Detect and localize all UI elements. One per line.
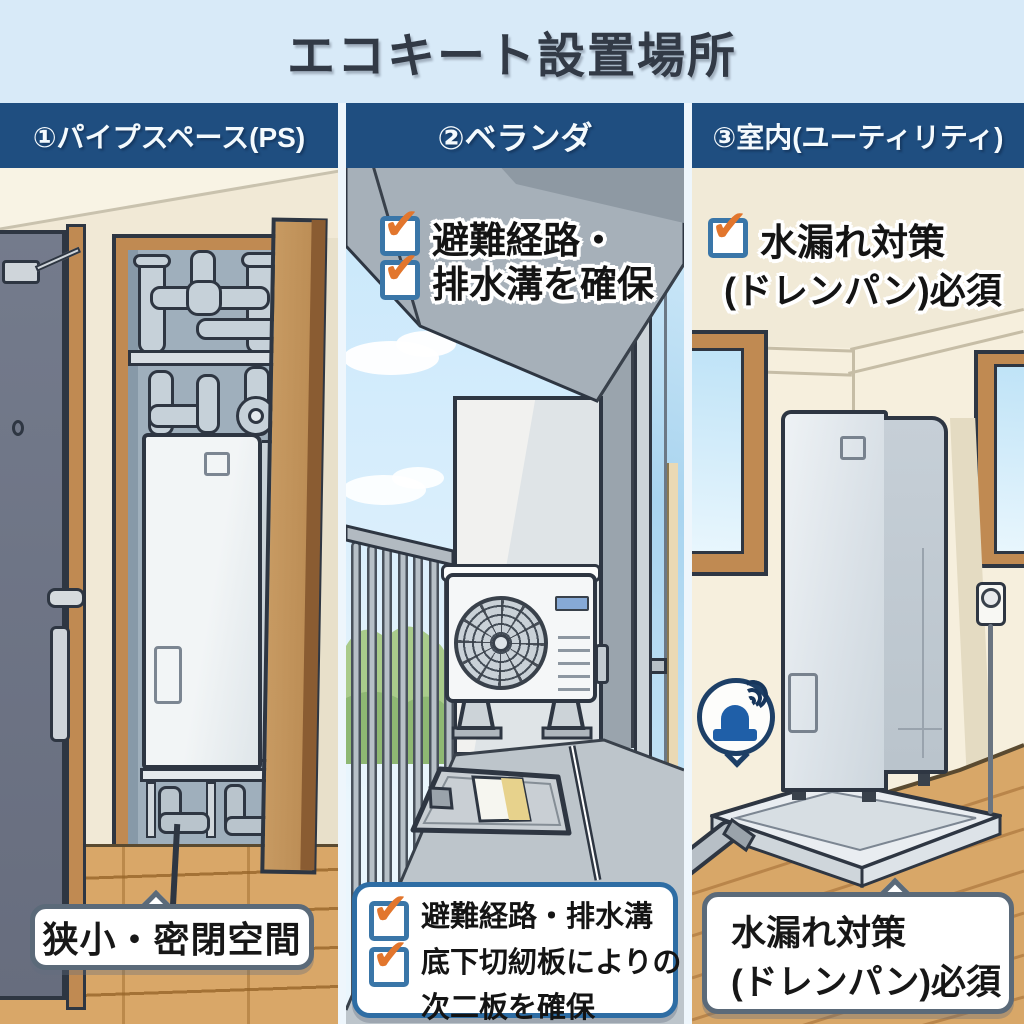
storage-tank-front xyxy=(781,410,888,792)
checklist-text: 水漏れ対策 xyxy=(760,222,945,263)
floor-hatch xyxy=(410,766,572,836)
pointer-line xyxy=(568,745,602,881)
tank-seam xyxy=(898,728,942,730)
panel3-header: ③室内(ユーティリティ) xyxy=(692,103,1024,168)
hatch-handle xyxy=(428,786,454,810)
unit-feet xyxy=(451,696,593,740)
pipe-cap xyxy=(133,254,171,268)
checkbox: ✔ xyxy=(369,934,409,987)
pipe-joint xyxy=(186,280,222,316)
tank-seam xyxy=(922,548,924,758)
panel3-callout: 水漏れ対策 (ドレンパン)必須 xyxy=(702,892,1014,1014)
clouds xyxy=(346,331,456,505)
tank-panel xyxy=(204,452,230,476)
siren-icon xyxy=(721,705,749,731)
checklist-row: (ドレンパン)必須 xyxy=(724,262,1002,314)
window-right-glass xyxy=(994,364,1024,554)
valve-center xyxy=(248,408,264,424)
checklist-row: ✔ 避難経路・ xyxy=(380,203,617,264)
side-bracket xyxy=(595,644,609,684)
pipe xyxy=(196,374,220,434)
panel1-pipe-space: 狭小・密閉空間 xyxy=(0,168,338,1024)
checklist-text: 避難経路・排水溝 xyxy=(421,901,654,933)
drain-pipe xyxy=(692,817,756,876)
checkbox: ✔ xyxy=(369,888,409,941)
door-frame xyxy=(66,224,86,1010)
checklist-text: 次二板を確保 xyxy=(421,992,596,1024)
outlet-plug xyxy=(981,588,1001,608)
window-left-glass xyxy=(692,348,744,554)
check-icon: ✔ xyxy=(711,202,748,251)
door-closer xyxy=(2,260,40,284)
door-handle-bar xyxy=(649,658,667,674)
entrance-door xyxy=(0,230,66,1000)
pipe-coupling xyxy=(722,817,756,853)
vent-line xyxy=(558,649,590,652)
door-handle xyxy=(47,588,85,608)
tank-panel xyxy=(840,436,866,460)
checklist-row: ✔ 底下切紉板によりの xyxy=(369,934,681,987)
checklist-text: (ドレンパン)必須 xyxy=(724,270,1002,311)
ceiling xyxy=(692,168,1024,348)
pipe xyxy=(158,812,210,834)
panel2-checklist-box: ✔ 避難経路・排水溝 ✔ 底下切紉板によりの 次二板を確保 xyxy=(352,882,681,1024)
water-heater-tank xyxy=(142,433,262,769)
checklist-row: ✔ 避難経路・排水溝 xyxy=(369,888,661,941)
tank-foot xyxy=(918,774,930,786)
checklist-text: 排水溝を確保 xyxy=(432,264,654,305)
stand-leg xyxy=(146,782,156,838)
railing xyxy=(346,524,455,1005)
checkbox: ✔ xyxy=(380,203,420,256)
stand-leg xyxy=(206,782,216,838)
checklist-text: 避難経路・ xyxy=(432,220,617,261)
check-icon: ✔ xyxy=(372,931,409,980)
vent-line xyxy=(558,688,590,691)
page-title: エコキート設置場所 xyxy=(286,30,737,83)
checklist-row: ✔ 排水溝を確保 xyxy=(380,247,654,308)
siren-base xyxy=(713,729,757,741)
eave-shade xyxy=(501,168,684,223)
panel1-header: ①パイプスペース(PS) xyxy=(0,103,338,168)
callout-line: (ドレンパン)必須 xyxy=(731,963,1002,1002)
storage-tank-side xyxy=(884,416,948,774)
glass-frame-line xyxy=(664,228,667,780)
title-band xyxy=(0,0,1024,103)
tank-lower-panel xyxy=(154,646,182,704)
panel3-indoor: ✔ 水漏れ対策 (ドレンパン)必須 水漏れ対策 (ドレンパン)必須 xyxy=(692,168,1024,1024)
checklist-text: 底下切紉板によりの xyxy=(421,947,682,979)
panel1-callout: 狭小・密閉空間 xyxy=(30,904,314,970)
checklist-row: 次二板を確保 xyxy=(421,989,661,1024)
checklist-row: ✔ 水漏れ対策 xyxy=(708,205,945,266)
wall-corner-line xyxy=(852,350,855,412)
callout-line: 水漏れ対策 xyxy=(731,914,907,953)
checkbox: ✔ xyxy=(708,205,748,258)
peephole xyxy=(12,420,24,436)
eave-ceiling xyxy=(346,168,684,403)
tank-stand xyxy=(140,768,282,782)
callout-text: 狭小・密閉空間 xyxy=(42,919,302,960)
check-icon: ✔ xyxy=(383,244,420,293)
vent-line xyxy=(558,662,590,665)
check-icon: ✔ xyxy=(383,200,420,249)
interior-sliver xyxy=(667,463,678,780)
panel2-header: ②ベランダ xyxy=(346,103,684,168)
checkbox: ✔ xyxy=(380,247,420,300)
vent-line xyxy=(558,636,590,639)
fan-hub xyxy=(492,634,510,652)
vent-line xyxy=(558,675,590,678)
power-cord xyxy=(988,624,993,814)
tank-lower-panel xyxy=(788,673,818,733)
panel2-veranda: ✔ 避難経路・ ✔ 排水溝を確保 ✔ 避難経路・排水溝 ✔ 底下切紉板によりの … xyxy=(346,168,684,1024)
brand-strip xyxy=(555,596,589,611)
door-lock-plate xyxy=(50,626,70,742)
check-icon: ✔ xyxy=(372,885,409,934)
